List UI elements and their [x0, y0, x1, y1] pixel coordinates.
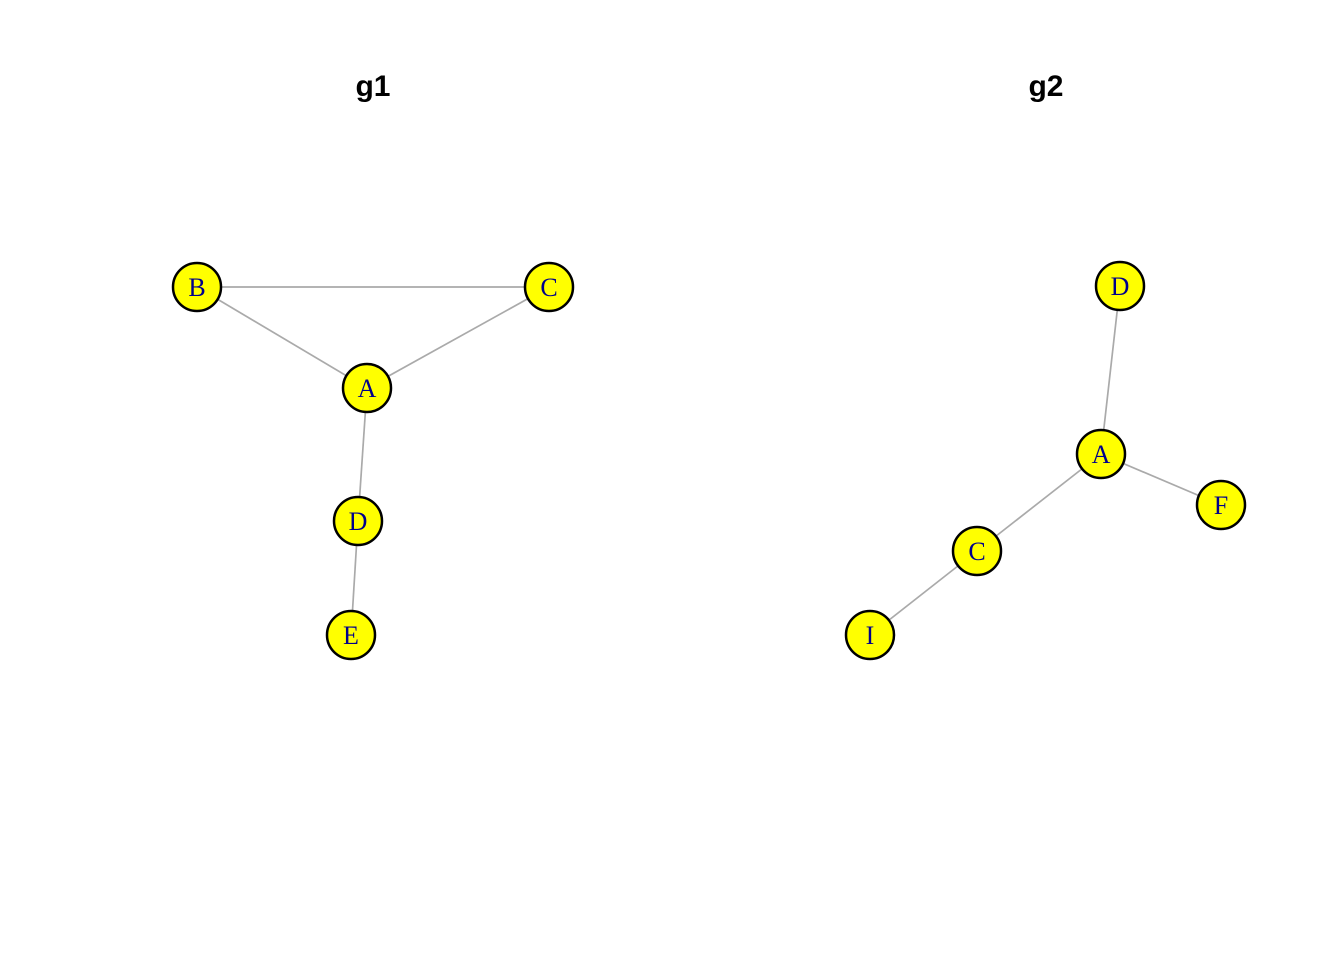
node-g2-C	[951, 525, 1003, 577]
node-label-g1-B: B	[188, 273, 205, 302]
node-g1-C	[523, 261, 575, 313]
node-label-g2-I: I	[866, 621, 875, 650]
node-g2-A	[1075, 428, 1127, 480]
edge-g1-C-A	[366, 286, 550, 389]
node-label-g1-C: C	[540, 273, 557, 302]
node-g1-D	[332, 495, 384, 547]
node-label-g2-F: F	[1214, 491, 1228, 520]
node-g2-I	[844, 609, 896, 661]
nodes-layer: B C A D E D A F C I	[171, 260, 1247, 661]
node-g1-E	[325, 609, 377, 661]
titles-layer: g1 g2	[355, 70, 1063, 103]
node-label-g1-D: D	[349, 507, 368, 536]
node-g2-F	[1195, 479, 1247, 531]
node-label-g1-A: A	[358, 374, 377, 403]
graph-title-g1: g1	[355, 70, 390, 103]
edges-layer	[196, 285, 1222, 636]
node-label-g2-D: D	[1111, 272, 1130, 301]
node-g1-A	[341, 362, 393, 414]
node-g1-B	[171, 261, 223, 313]
node-g2-D	[1094, 260, 1146, 312]
node-label-g1-E: E	[343, 621, 359, 650]
edge-g2-A-C	[976, 453, 1102, 552]
graph-title-g2: g2	[1028, 70, 1063, 103]
edge-g2-D-A	[1100, 285, 1121, 455]
node-label-g2-C: C	[968, 537, 985, 566]
node-label-g2-A: A	[1092, 440, 1111, 469]
edge-g1-B-A	[196, 286, 368, 389]
